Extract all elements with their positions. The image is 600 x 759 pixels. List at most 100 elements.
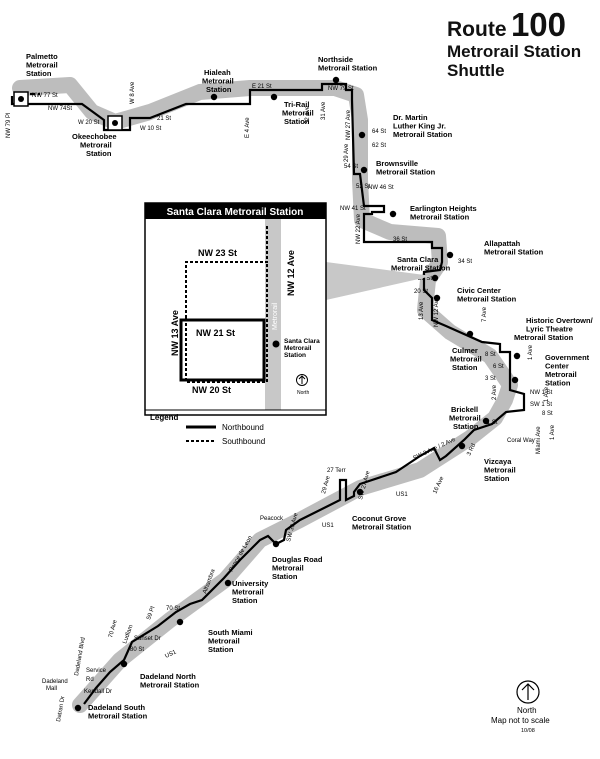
street-59pl: 59 Pl [146,606,156,621]
title-line1: Metrorail Station [447,42,582,61]
hialeah-stop [210,93,218,101]
street-3st: 3 St [485,376,496,382]
street-nw74st: NW 74St [48,106,72,112]
street-70ave: 70 Ave [108,619,119,639]
street-21st: 21 St [157,116,171,122]
footer-compass: North Map not to scale 10/08 [491,680,550,734]
footer-note: Map not to scale [491,716,550,725]
street-nw1st: NW 1 St [530,390,553,396]
street-sunset: Sunset Dr [134,636,161,642]
legend-northbound-label: Northbound [222,423,264,432]
coconutgrove-stop [356,488,364,496]
north-arrow-pointer-icon [521,683,535,700]
inset-nw20st: NW 20 St [192,385,231,395]
inset-nw12ave: NW 12 Ave [286,250,296,296]
inset-north-arrow-pointer-icon [298,375,306,384]
street-2ave: 2 Ave [492,384,498,400]
street-36st: 36 St [393,237,407,243]
street-nw12ave: NW 12 Ave [434,296,440,327]
street-70st: 70 St [166,606,180,612]
street-1ave-c: 1 Ave [550,424,556,440]
street-31ave: 31 Ave [321,101,327,120]
inset-northbound-loop [179,318,266,382]
footer-date: 10/08 [521,728,535,734]
street-rd: Rd [86,677,94,683]
street-nw41st: NW 41 St [340,206,366,212]
brickell-stop [482,417,490,425]
culmer-stop [466,330,474,338]
street-e4ave: E 4 Ave [245,117,251,138]
street-nw27ave: NW 27 Ave [346,109,352,140]
street-sw1st: SW 1 St [530,402,552,408]
street-e21st: E 21 St [252,84,272,90]
street-8st-b: 8 St [542,411,553,417]
map-title: Route 100 Metrorail Station Shuttle [447,8,581,79]
legend-title: Legend [150,413,179,422]
street-nw46st: NW 46 St [368,185,394,191]
street-11st: 11 St [484,420,498,426]
overtown-stop [513,352,521,360]
inset-nw21st: NW 21 St [196,328,235,338]
street-us1b: US1 [322,523,334,529]
okeechobee-stop [112,120,118,126]
dadelandnorth-stop [120,660,128,668]
inset-metrorail-label: Metrorail [272,302,279,330]
street-us1c: US1 [164,649,178,660]
street-coralway: Coral Way [507,438,535,444]
street-3rd: 3 Rd [466,443,477,457]
street-21st-b: 21 St [418,276,432,282]
street-52st: 52 St [356,184,370,190]
northside-stop [332,76,340,84]
street-datran: Datran Dr [56,696,66,723]
inset-frame [144,202,327,416]
street-nw22ave: NW 22 Ave [356,213,362,244]
title-route-word: Route [447,18,507,41]
street-1ave: 1 Ave [528,344,534,360]
street-6st: 6 St [493,364,504,370]
street-32ave: 32 Ave [305,105,311,124]
street-64st: 64 St [372,129,386,135]
inset-southbound-loop [185,226,268,383]
earlington-stop [389,210,397,218]
street-34st: 34 St [458,259,472,265]
street-13ave: 13 Ave [419,301,425,320]
footer-north: North [517,706,537,715]
street-7ave: 7 Ave [482,306,488,322]
street-1ave-b: 1 Ave [544,386,550,402]
street-16ave: 16 Ave [432,475,445,495]
street-54st: 54 St [344,164,358,170]
inset-title-bar [145,203,326,219]
allapattah-stop [446,251,454,259]
street-62st: 62 St [372,143,386,149]
street-nw79st: NW 79 St [328,86,354,92]
inset-santa-clara: Santa Clara Metrorail Station Metrorail … [144,202,327,446]
inset-north-label: North [297,390,309,396]
stop-markers [13,76,521,712]
street-dadelandblvd: Dadeland Blvd [74,637,87,676]
douglasroad-stop [272,540,280,548]
street-nw77st: NW 77 St [32,93,58,99]
santaclara-stop [431,274,439,282]
street-w10st: W 10 St [140,126,162,132]
title-route-number: 100 [510,6,567,43]
inset-callout-wedge [326,262,432,300]
street-kendall: Kendall Dr [84,689,112,695]
street-service: Service [86,668,107,674]
